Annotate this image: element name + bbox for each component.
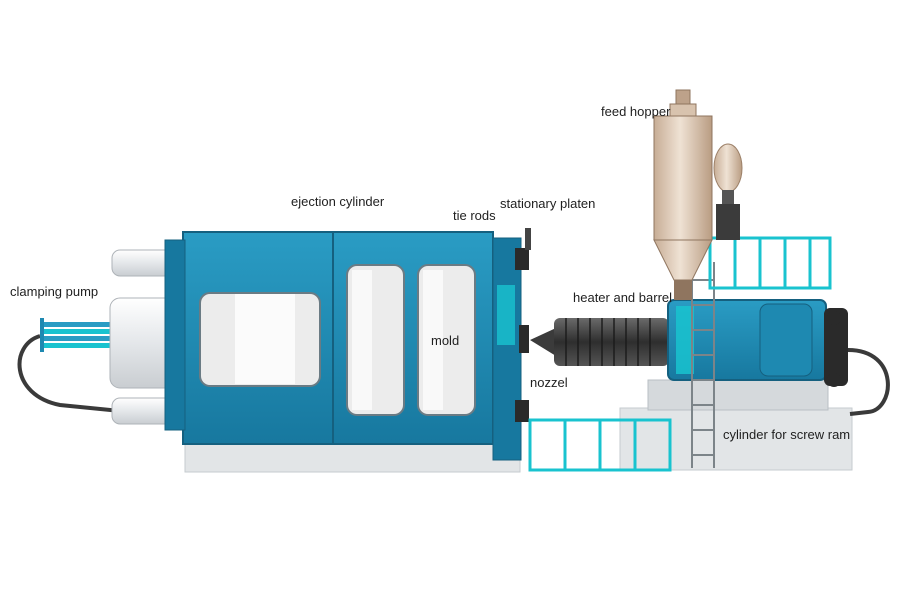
feed-hopper — [653, 89, 713, 300]
label-nozzel: nozzel — [530, 375, 568, 390]
platform-railing — [708, 236, 832, 290]
screw-ram-cylinder-end — [824, 308, 848, 386]
nozzle — [530, 328, 556, 356]
front-guard-cage — [528, 418, 672, 472]
label-mold: mold — [431, 333, 460, 348]
label-ejection-cylinder: ejection cylinder — [291, 194, 385, 209]
machine-base — [184, 439, 521, 473]
label-stationary-platen: stationary platen — [500, 196, 596, 211]
label-feed-hopper: feed hopper — [601, 104, 671, 119]
label-clamping-pump: clamping pump — [10, 284, 99, 299]
tie-rod-upper-stub — [515, 248, 529, 270]
label-heater-and-barrel: heater and barrel — [573, 290, 673, 305]
injection-unit-base — [619, 407, 853, 471]
tie-rod-lower-stub — [515, 400, 529, 422]
screw-ram-hose — [847, 348, 890, 416]
clamping-pump-hose — [17, 334, 141, 415]
heater-barrel — [554, 318, 669, 366]
label-cylinder-for-screw-ram: cylinder for screw ram — [723, 427, 851, 442]
stationary-platen — [492, 237, 522, 461]
dryer-unit — [713, 143, 743, 193]
clamping-pump-rods — [40, 318, 112, 352]
label-tie-rods: tie rods — [453, 208, 496, 223]
